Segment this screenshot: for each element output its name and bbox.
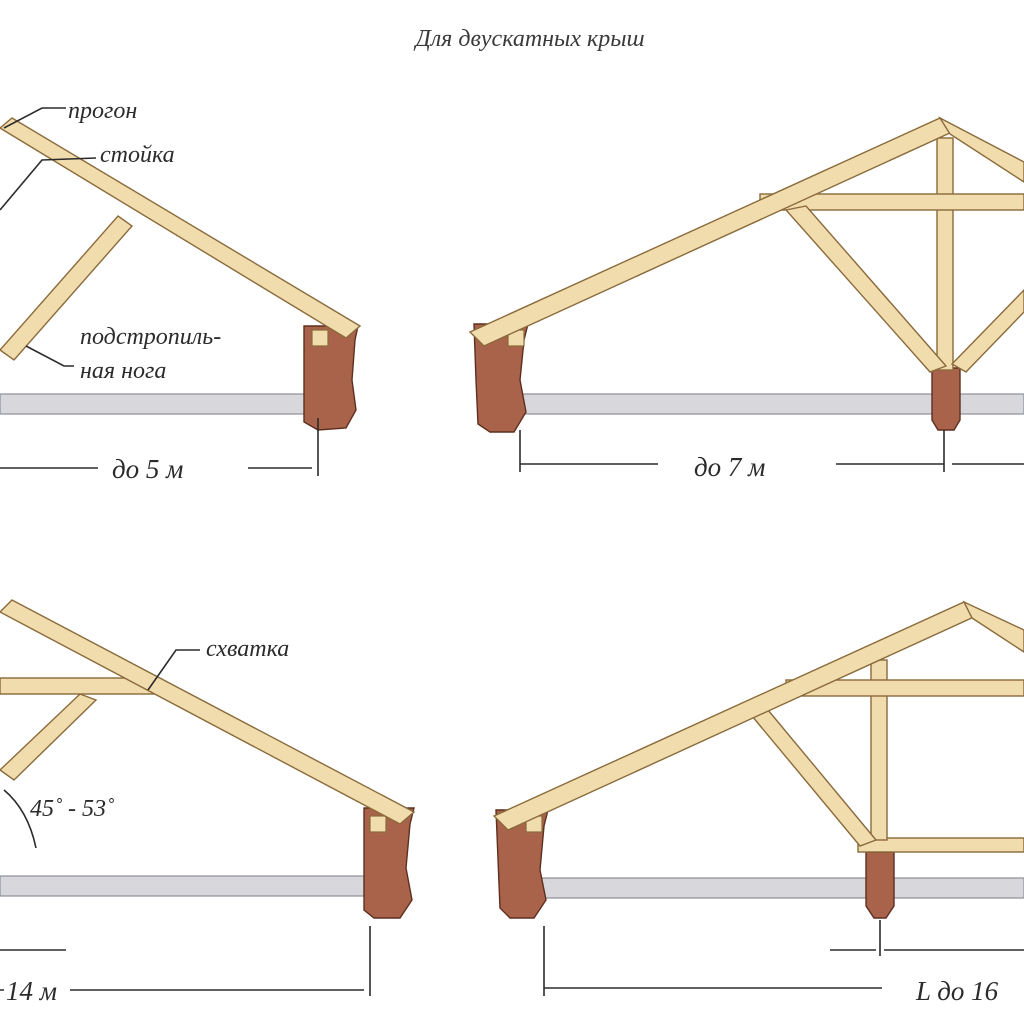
truss-panel-3: схватка 45˚ - 53˚ 14 м [0, 599, 416, 1006]
diagram-title: Для двускатных крыш [413, 26, 644, 52]
collar-label: схватка [206, 636, 289, 662]
span-label-2: до 7 м [694, 452, 765, 482]
truss-panel-4: L до 16 [492, 600, 1024, 1006]
rafter-strut [0, 215, 134, 361]
wall-plate [311, 329, 329, 347]
masonry-wall [473, 323, 529, 433]
dimension-line [519, 430, 1024, 472]
rafter-main [962, 600, 1024, 653]
rafter-main [0, 117, 362, 339]
wall-plate [369, 815, 387, 833]
leader-post [0, 157, 97, 211]
truss-panel-2: до 7 м [468, 116, 1024, 482]
rafter-strut [750, 709, 878, 847]
rafter-label-line1: подстропиль- [80, 324, 221, 350]
span-label-3: 14 м [6, 976, 57, 1006]
masonry-wall [303, 325, 359, 431]
rafter-main [938, 116, 1024, 183]
post-support [931, 367, 961, 431]
post-support [865, 851, 895, 919]
rafter-main [0, 599, 416, 825]
rafter-strut [0, 693, 98, 781]
dimension-line [0, 926, 371, 996]
rafter-strut [950, 288, 1024, 373]
floor-beam [539, 877, 1024, 899]
post [936, 137, 954, 371]
rafter-main [492, 601, 978, 831]
rafter-strut [784, 205, 948, 373]
angle-label: 45˚ - 53˚ [30, 796, 114, 822]
rafter-label-line2: ная нога [80, 358, 166, 384]
leader-collar [147, 649, 200, 691]
span-label-1: до 5 м [112, 454, 183, 484]
truss-panel-1: прогон стойка подстропиль- ная нога до 5… [0, 98, 362, 484]
dimension-line [543, 920, 1024, 996]
masonry-wall [495, 809, 549, 919]
floor-beam [0, 393, 311, 415]
lower-beam [857, 837, 1024, 853]
floor-beam [0, 875, 365, 897]
span-label-4: L до 16 [915, 976, 999, 1006]
leader-purlin [3, 107, 66, 129]
purlin-label: прогон [68, 98, 137, 124]
post-label: стойка [100, 142, 175, 168]
dimension-line [0, 418, 319, 476]
leader-rafter [25, 345, 74, 367]
angle-arc [3, 789, 37, 849]
